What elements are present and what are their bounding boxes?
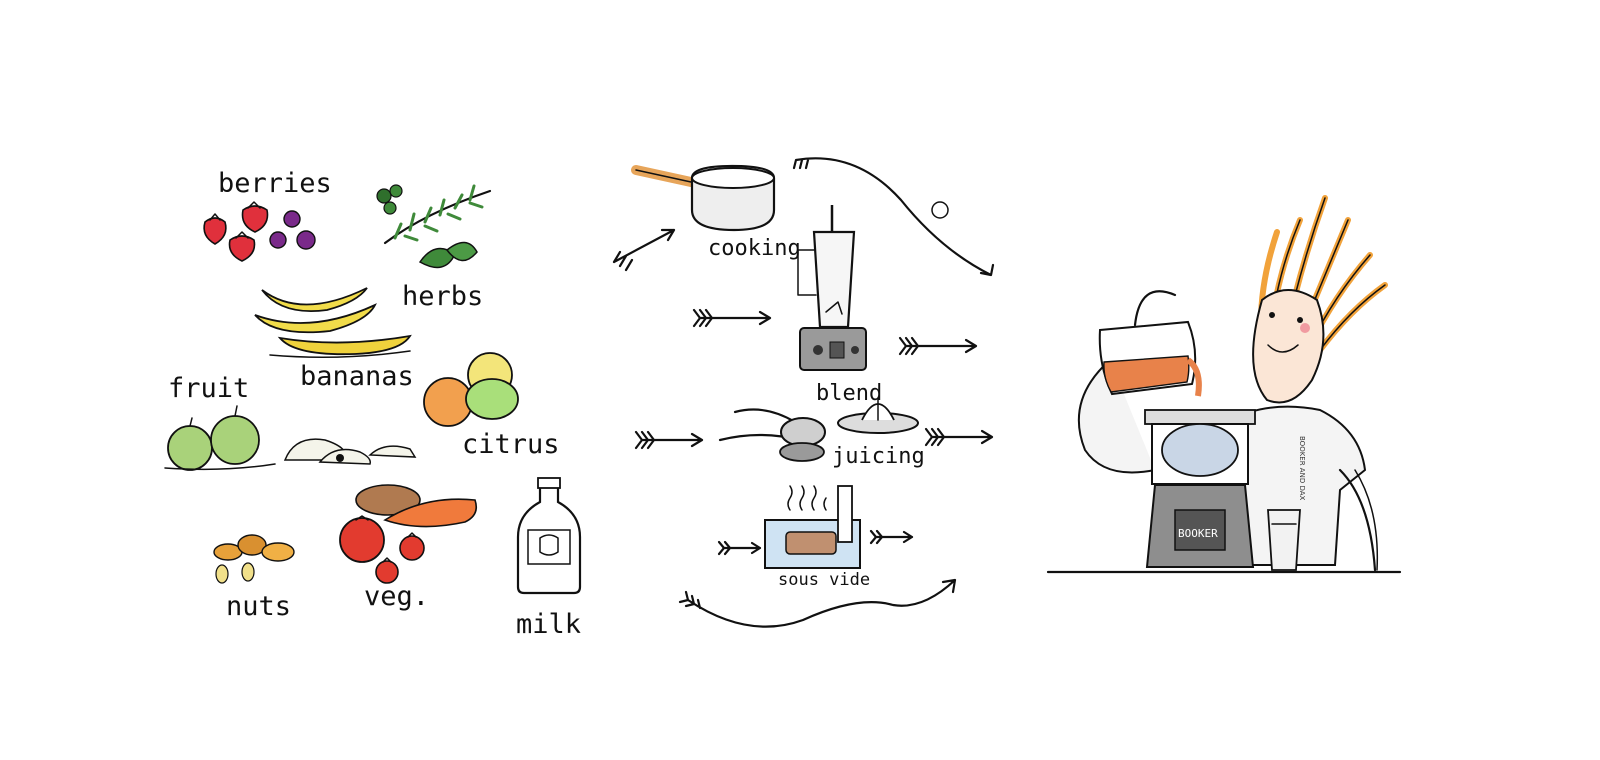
citrus-illustration <box>423 352 519 427</box>
label-bananas: bananas <box>300 361 414 392</box>
arrow-from-juicing <box>924 427 994 447</box>
machine-brand-text: BOOKER <box>1178 527 1218 540</box>
nuts-illustration <box>213 534 295 584</box>
blackberry-2 <box>269 231 287 249</box>
chef-shirt <box>1228 405 1367 566</box>
ingredients-group: berries herbs bananas fruit <box>164 168 582 640</box>
label-nuts: nuts <box>226 591 291 622</box>
nut-5 <box>241 562 255 582</box>
basil-leaf-2 <box>445 241 478 262</box>
veg-illustration <box>339 484 478 584</box>
saucepan-illustration <box>631 164 776 232</box>
arrow-into-cooking <box>612 228 676 272</box>
fruit-illustration <box>164 405 417 471</box>
juicer-reamer-illustration <box>837 397 919 434</box>
processes-group: cooking blend juicing <box>612 157 995 628</box>
arrow-from-sous-vide <box>869 529 914 545</box>
blackberry-1 <box>283 210 301 228</box>
arrow-wavy-bottom <box>678 578 957 628</box>
strawberry-1 <box>203 217 227 245</box>
potato <box>355 484 421 516</box>
apple-1 <box>167 425 213 471</box>
label-veg: veg. <box>364 581 429 612</box>
juice-glass <box>1267 509 1301 571</box>
apple-slice-3 <box>368 445 417 458</box>
label-berries: berries <box>218 168 332 199</box>
arrow-from-cooking-curve <box>792 157 995 277</box>
tomato-1 <box>339 517 385 563</box>
arrow-into-juicing <box>634 430 704 450</box>
banana-3 <box>277 334 412 356</box>
citrus-press-illustration <box>718 408 826 462</box>
nut-2 <box>237 534 267 556</box>
sous-vide-illustration <box>764 485 861 569</box>
arrow-into-sous-vide <box>717 540 762 556</box>
juicer-machine: BOOKER <box>1144 409 1256 568</box>
tomato-3 <box>375 560 399 584</box>
label-citrus: citrus <box>462 429 560 460</box>
herbs-illustration <box>376 184 492 269</box>
label-sous-vide: sous vide <box>778 570 870 590</box>
berries-illustration <box>203 201 316 262</box>
label-herbs: herbs <box>402 281 483 312</box>
nut-4 <box>215 564 229 584</box>
chef-head <box>1252 289 1325 404</box>
tomato-2 <box>399 535 425 561</box>
bananas-illustration <box>254 287 412 358</box>
label-juicing: juicing <box>832 444 925 469</box>
pouring-jug <box>1098 290 1202 397</box>
banana-2 <box>254 303 377 334</box>
carrot <box>383 498 478 528</box>
label-fruit: fruit <box>168 373 249 404</box>
nut-3 <box>261 542 295 562</box>
orange <box>423 377 473 427</box>
strawberry-2 <box>241 205 269 233</box>
apple-slice-2 <box>318 448 372 465</box>
banana-1 <box>261 287 368 312</box>
arrow-into-blend <box>692 308 772 328</box>
arrow-from-blend <box>898 336 978 356</box>
label-milk: milk <box>516 609 581 640</box>
blender-illustration <box>797 205 867 371</box>
chef-illustration: BOOKER AND DAX BOOKER <box>1046 195 1402 574</box>
chef-shirt-text: BOOKER AND DAX <box>1298 436 1306 500</box>
blackberry-3 <box>296 230 316 250</box>
process-arrows <box>612 157 995 628</box>
apple-2 <box>210 415 260 465</box>
milk-bottle-illustration <box>516 477 582 595</box>
label-blend: blend <box>816 381 882 406</box>
label-cooking: cooking <box>708 236 801 261</box>
lime <box>465 378 519 420</box>
chef-hair <box>1258 195 1388 353</box>
strawberry-3 <box>228 235 256 262</box>
